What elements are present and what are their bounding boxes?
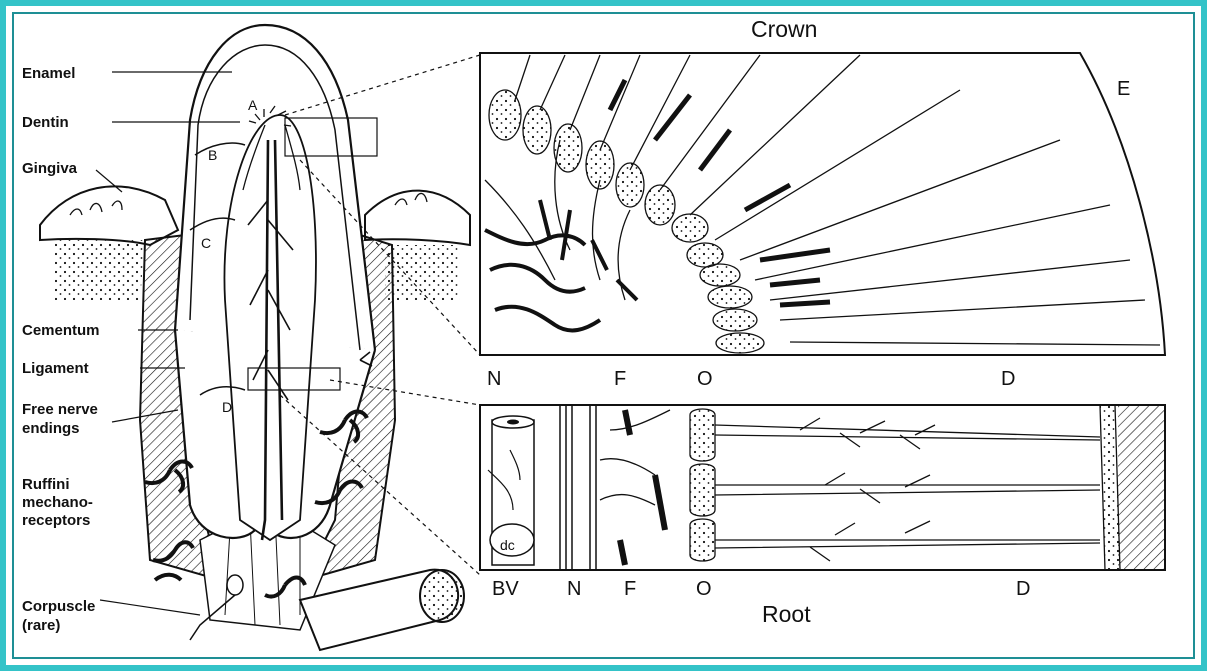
pulp (224, 115, 316, 540)
root-title: Root (762, 601, 811, 627)
crown-label-n: N (487, 368, 501, 390)
label-ruffini-2: mechano- (22, 494, 93, 511)
region-b: B (208, 147, 217, 163)
label-ruffini-3: receptors (22, 512, 90, 529)
label-free-nerve-2: endings (22, 420, 80, 437)
crown-bottom-labels: N F O D (487, 368, 1015, 390)
gingiva-left (40, 186, 178, 245)
root-bottom-labels: BV N F O D (492, 578, 1030, 600)
crown-label-o: O (697, 368, 713, 390)
side-labels: Enamel Dentin Gingiva Cementum Ligament … (22, 65, 100, 634)
gingiva-right (365, 191, 470, 245)
label-ruffini-1: Ruffini (22, 476, 69, 493)
root-panel (480, 405, 1165, 570)
crown-panel (480, 53, 1165, 355)
label-enamel: Enamel (22, 65, 75, 82)
region-c: C (201, 235, 211, 251)
root-label-n: N (567, 578, 581, 600)
root-label-dc: dc (500, 537, 515, 553)
crown-title: Crown (751, 16, 817, 42)
bone-right (385, 245, 460, 300)
label-ligament: Ligament (22, 360, 89, 377)
root-label-o: O (696, 578, 712, 600)
region-d: D (222, 399, 232, 415)
crown-label-d: D (1001, 368, 1015, 390)
region-a: A (248, 97, 258, 113)
bone-left (55, 240, 145, 300)
root-label-f: F (624, 578, 636, 600)
label-dentin: Dentin (22, 114, 69, 131)
root-label-bv: BV (492, 578, 519, 600)
root-label-d: D (1016, 578, 1030, 600)
label-free-nerve-1: Free nerve (22, 401, 98, 418)
crown-label-e: E (1117, 78, 1130, 100)
tooth-illustration (40, 25, 470, 650)
crown-label-f: F (614, 368, 626, 390)
label-cementum: Cementum (22, 322, 100, 339)
label-corpuscle-1: Corpuscle (22, 598, 95, 615)
label-gingiva: Gingiva (22, 160, 78, 177)
label-corpuscle-2: (rare) (22, 617, 60, 634)
corpuscle (227, 575, 243, 595)
